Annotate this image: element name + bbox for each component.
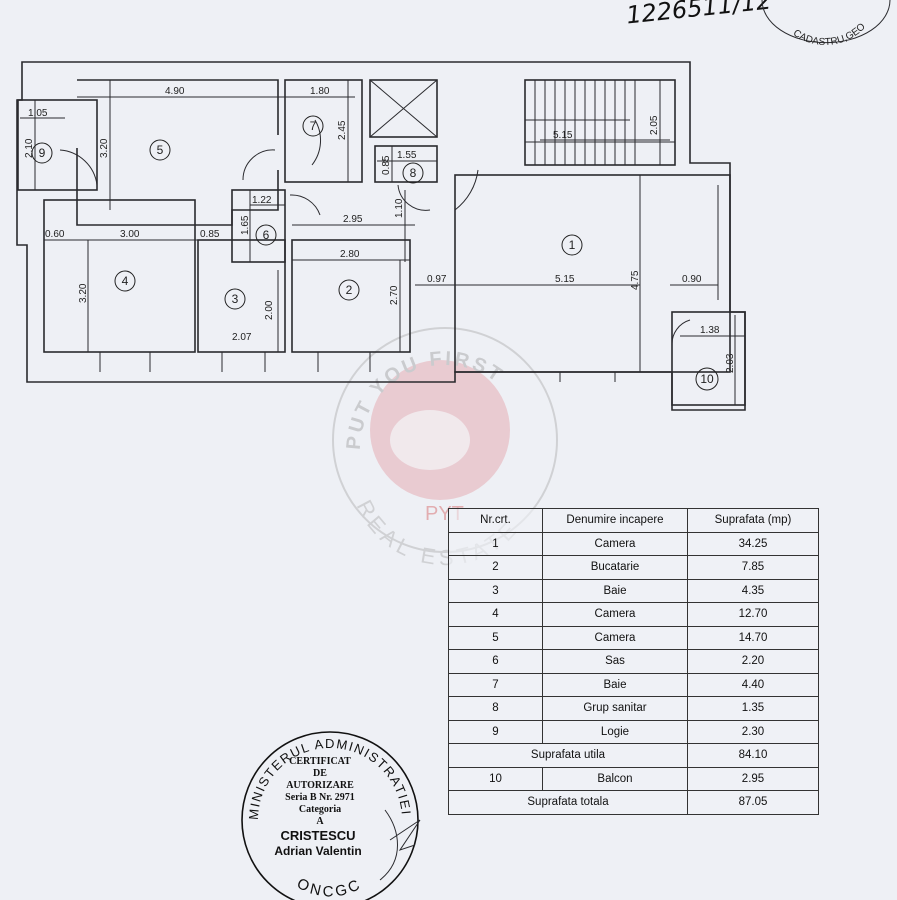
room-number-1: 1 [569,238,576,252]
room-number-6: 6 [263,228,270,242]
dim-r1-height: 4.75 [630,270,641,290]
dim-r8-width: 1.55 [397,150,417,161]
dim-r1-right: 0.90 [682,274,702,285]
room-number-10: 10 [700,372,714,386]
dim-r9-width: 1.05 [28,108,48,119]
dimension-lines [20,80,745,405]
dim-door-width: 0.85 [200,229,220,240]
dim-r6-width: 1.22 [252,195,272,206]
room-number-8: 8 [410,166,417,180]
dim-r1-width: 5.15 [555,274,575,285]
room-number-3: 3 [232,292,239,306]
svg-text:AUTORIZARE: AUTORIZARE [286,780,354,791]
dim-r5-height: 3.20 [99,138,110,158]
dim-r3-height: 2.00 [264,300,275,320]
svg-text:CRISTESCU: CRISTESCU [280,828,355,843]
dim-r4-side: 0.60 [45,229,65,240]
dim-r2-height: 2.70 [389,285,400,305]
dim-r7-width: 1.80 [310,86,330,97]
svg-text:Seria B Nr. 2971: Seria B Nr. 2971 [285,792,355,803]
room-numbers: 1 2 3 4 5 6 7 8 9 10 [31,115,719,391]
svg-text:A: A [316,816,324,827]
dimension-labels: 4.90 1.80 1.05 2.10 3.20 2.45 0.85 1.55 … [24,86,736,373]
svg-text:ONCGC: ONCGC [294,875,365,900]
dim-r5-width: 4.90 [165,86,185,97]
dim-r3-width: 2.07 [232,332,252,343]
room-number-2: 2 [346,283,353,297]
dim-stairs-width: 5.15 [553,130,573,141]
room-number-5: 5 [157,143,164,157]
dim-r4-width: 3.00 [120,229,140,240]
dim-r8-height: 0.85 [381,155,392,175]
svg-text:CERTIFICAT: CERTIFICAT [289,756,351,767]
dim-r1-left: 0.97 [427,274,447,285]
room-number-4: 4 [122,274,129,288]
dim-r7-height: 2.45 [337,120,348,140]
svg-text:MINISTERUL ADMINISTRATIEI PUBL: MINISTERUL ADMINISTRATIEI PUBLICE [0,0,414,821]
dim-r10-height: 2.03 [725,353,736,373]
dim-r2-width: 2.80 [340,249,360,260]
svg-text:DE: DE [313,768,327,779]
cadastre-stamp: CADASTRU,GEO [761,0,891,48]
walls [16,61,746,411]
dim-r4-height: 3.20 [78,283,89,303]
svg-text:Adrian Valentin: Adrian Valentin [274,844,361,858]
signature [379,809,421,881]
dim-hall-width: 2.95 [343,214,363,225]
svg-text:Categoria: Categoria [299,804,341,815]
room-number-9: 9 [39,146,46,160]
svg-text:CADASTRU,GEO: CADASTRU,GEO [791,21,868,48]
dim-r9-height: 2.10 [24,138,35,158]
dim-hall-height: 1.10 [394,198,405,218]
dim-stairs-height: 2.05 [649,115,660,135]
dim-r6-height: 1.65 [240,215,251,235]
dim-r10-width: 1.38 [700,325,720,336]
room-number-7: 7 [310,119,317,133]
room-9-walls [17,99,98,191]
authorization-stamp: MINISTERUL ADMINISTRATIEI PUBLICE ONCGC … [0,0,421,900]
